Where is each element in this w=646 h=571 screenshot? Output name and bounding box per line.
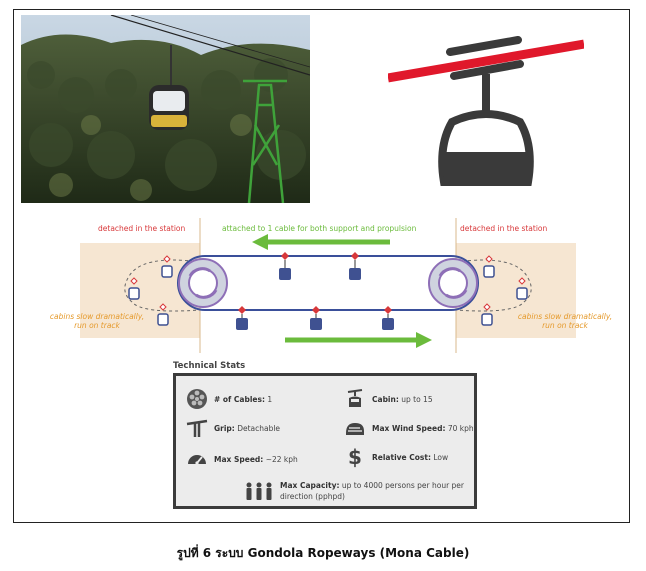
- cabin-attached: [349, 252, 361, 280]
- stat-cabin: Cabin: up to 15: [344, 388, 433, 410]
- cabin-detached: [516, 287, 528, 300]
- stats-panel: # of Cables: 1 Cabin: up to 15 Grip: Det…: [173, 373, 477, 509]
- label-attached: attached to 1 cable for both support and…: [222, 224, 417, 233]
- cabin-attached: [310, 306, 322, 330]
- label-left-slow: cabins slow dramatically, run on track: [49, 312, 145, 330]
- stat-grip: Grip: Detachable: [186, 417, 280, 439]
- cabin-detached: [128, 287, 140, 300]
- cabin-detached: [157, 313, 169, 326]
- lower-direction-arrow: [285, 332, 432, 348]
- wind-icon: [344, 417, 366, 439]
- cabin-detached: [161, 265, 173, 278]
- cabin-detached: [483, 265, 495, 278]
- cabin-attached: [279, 252, 291, 280]
- operation-diagram: detached in the station detached in the …: [50, 218, 612, 358]
- stat-cost: $ Relative Cost: Low: [344, 445, 448, 469]
- gondola-photo: [21, 15, 310, 203]
- label-left-detached: detached in the station: [98, 224, 186, 233]
- label-right-slow: cabins slow dramatically, run on track: [517, 312, 613, 330]
- dollar-icon: $: [348, 445, 362, 469]
- cable-cross-section-icon: [186, 388, 208, 410]
- gondola-cabin-icon: [388, 36, 584, 186]
- cabin-icon: [344, 388, 366, 410]
- right-bullwheel: [428, 258, 478, 308]
- speedometer-icon: [186, 448, 208, 470]
- cabin-attached: [236, 306, 248, 330]
- label-right-detached: detached in the station: [460, 224, 548, 233]
- left-bullwheel: [178, 258, 228, 308]
- stat-cables: # of Cables: 1: [186, 388, 272, 410]
- people-icon: [244, 480, 274, 502]
- cabin-detached: [481, 313, 493, 326]
- stats-title: Technical Stats: [173, 361, 246, 371]
- grip-icon: [186, 417, 208, 439]
- figure-caption: รูปที่ 6 ระบบ Gondola Ropeways (Mona Cab…: [176, 546, 470, 560]
- stat-capacity: Max Capacity: up to 4000 persons per hou…: [244, 480, 464, 502]
- cabin-attached: [382, 306, 394, 330]
- stat-speed: Max Speed: ~22 kph: [186, 448, 298, 470]
- stat-wind: Max Wind Speed: 70 kph: [344, 417, 474, 439]
- upper-direction-arrow: [252, 234, 390, 250]
